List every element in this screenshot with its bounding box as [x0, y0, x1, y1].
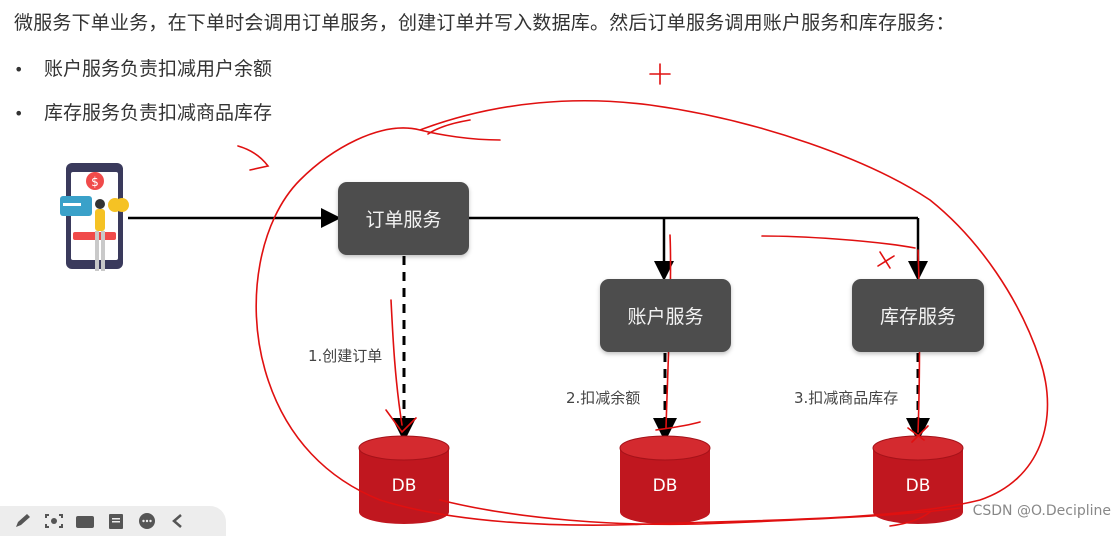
document-icon[interactable] [105, 512, 127, 530]
database-icon [872, 435, 964, 524]
back-icon[interactable] [167, 512, 189, 530]
step-label-deduct-balance: 2.扣减余额 [566, 389, 641, 407]
watermark-text: CSDN @O.Decipline [970, 503, 1113, 519]
svg-text:$: $ [91, 175, 99, 189]
database-icon [358, 435, 450, 524]
mobile-payment-icon: $ [60, 163, 129, 271]
account-service-node: 账户服务 [600, 279, 731, 352]
pen-icon[interactable] [12, 512, 34, 530]
db-label: DB [905, 476, 931, 496]
db-label: DB [391, 476, 417, 496]
bullet-text: 库存服务负责扣减商品库存 [44, 102, 273, 124]
annotation-toolbar [0, 506, 226, 536]
database-icon [619, 435, 711, 524]
bullet-dot: • [14, 104, 24, 123]
screenshot-icon[interactable] [43, 512, 65, 530]
step-label-deduct-stock: 3.扣减商品库存 [794, 389, 899, 407]
handdrawn-annotations [237, 63, 1049, 527]
intro-text: 微服务下单业务，在下单时会调用订单服务，创建订单并写入数据库。然后订单服务调用账… [14, 12, 955, 34]
bullet-dot: • [14, 60, 24, 79]
order-service-node: 订单服务 [338, 182, 469, 255]
stock-service-node: 库存服务 [852, 279, 984, 352]
chat-icon[interactable] [136, 512, 158, 530]
step-label-create-order: 1.创建订单 [308, 347, 383, 365]
video-icon[interactable] [74, 512, 96, 530]
db-label: DB [652, 476, 678, 496]
bullet-item: • 库存服务负责扣减商品库存 [14, 98, 272, 125]
bullet-item: • 账户服务负责扣减用户余额 [14, 54, 272, 81]
bullet-text: 账户服务负责扣减用户余额 [44, 58, 273, 80]
